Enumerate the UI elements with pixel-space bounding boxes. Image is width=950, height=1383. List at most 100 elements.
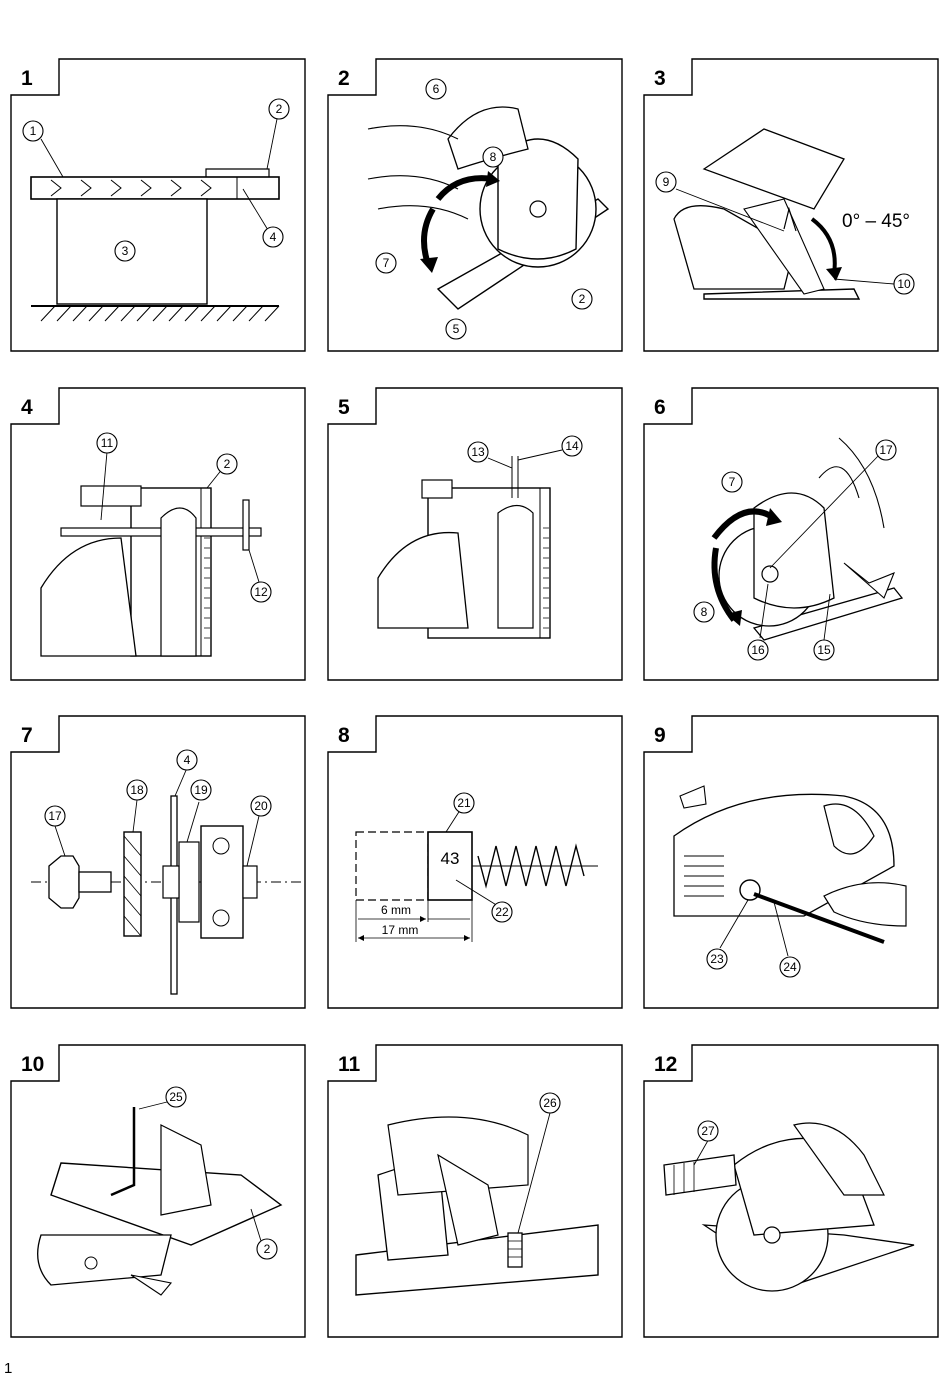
blade-square-check-illustration: 25 2 bbox=[37, 1086, 283, 1296]
figure-panel-1: 1 1 2 3 4 bbox=[10, 58, 306, 352]
callout-2: 2 bbox=[216, 453, 238, 475]
callout-17: 17 bbox=[875, 439, 897, 461]
callout-12: 12 bbox=[250, 581, 272, 603]
callout-8: 8 bbox=[693, 601, 715, 623]
svg-text:2: 2 bbox=[224, 457, 231, 471]
svg-text:7: 7 bbox=[383, 256, 390, 270]
callout-16: 16 bbox=[747, 639, 769, 661]
callout-25: 25 bbox=[165, 1086, 187, 1108]
callout-5: 5 bbox=[445, 318, 467, 340]
callout-15: 15 bbox=[813, 639, 835, 661]
panel-number: 6 bbox=[654, 396, 666, 419]
svg-text:15: 15 bbox=[817, 643, 831, 657]
figure-panel-8: 8 43 6 mm 17 mm 21 22 bbox=[327, 715, 623, 1009]
dimension-6mm: 6 mm bbox=[381, 903, 411, 917]
panel-frame bbox=[643, 387, 939, 681]
callout-19: 19 bbox=[190, 779, 212, 801]
svg-text:23: 23 bbox=[710, 952, 724, 966]
panel-number: 4 bbox=[21, 396, 33, 419]
svg-text:11: 11 bbox=[101, 436, 114, 450]
bevel-angle-label: 0° – 45° bbox=[842, 211, 910, 232]
callout-4: 4 bbox=[176, 749, 198, 771]
svg-text:8: 8 bbox=[701, 605, 708, 619]
dust-extraction-adapter-illustration: 27 bbox=[663, 1120, 915, 1292]
callout-13: 13 bbox=[467, 441, 489, 463]
svg-text:19: 19 bbox=[194, 783, 208, 797]
panel-frame bbox=[327, 58, 623, 352]
callout-26: 26 bbox=[539, 1092, 561, 1114]
svg-text:4: 4 bbox=[184, 753, 191, 767]
svg-text:24: 24 bbox=[783, 960, 797, 974]
panel-frame bbox=[10, 715, 306, 1009]
callout-2: 2 bbox=[268, 98, 290, 120]
svg-text:2: 2 bbox=[579, 292, 586, 306]
carbon-brush-wear-illustration: 43 6 mm 17 mm 21 22 bbox=[355, 792, 598, 942]
svg-text:4: 4 bbox=[270, 230, 277, 244]
cutting-line-indicator-illustration: 13 14 bbox=[377, 435, 583, 639]
svg-text:7: 7 bbox=[729, 475, 736, 489]
blade-assembly-exploded-illustration: 17 18 4 19 20 bbox=[31, 749, 301, 995]
panel-number: 3 bbox=[654, 67, 666, 90]
callout-2: 2 bbox=[571, 288, 593, 310]
svg-text:10: 10 bbox=[897, 277, 911, 291]
brush-cap-removal-illustration: 23 24 bbox=[673, 785, 907, 978]
figure-panel-6: 6 7 17 8 16 15 bbox=[643, 387, 939, 681]
panel-number: 11 bbox=[338, 1053, 361, 1076]
panel-number: 12 bbox=[654, 1053, 678, 1076]
workpiece-support-illustration: 1 2 3 4 bbox=[22, 98, 290, 322]
panel-number: 10 bbox=[21, 1053, 45, 1076]
page-number: 1 bbox=[4, 1360, 13, 1377]
svg-text:5: 5 bbox=[453, 322, 460, 336]
svg-text:26: 26 bbox=[543, 1096, 557, 1110]
svg-text:2: 2 bbox=[264, 1242, 271, 1256]
panel-number: 7 bbox=[21, 724, 33, 747]
callout-14: 14 bbox=[561, 435, 583, 457]
svg-text:9: 9 bbox=[663, 175, 670, 189]
panel-number: 1 bbox=[21, 67, 33, 90]
callout-22: 22 bbox=[491, 901, 513, 923]
callout-9: 9 bbox=[655, 171, 677, 193]
blade-removal-illustration: 7 17 8 16 15 bbox=[693, 437, 904, 661]
callout-7: 7 bbox=[375, 252, 397, 274]
svg-text:12: 12 bbox=[254, 585, 268, 599]
svg-text:8: 8 bbox=[490, 150, 497, 164]
svg-text:16: 16 bbox=[751, 643, 765, 657]
panel-frame bbox=[10, 58, 306, 352]
svg-text:20: 20 bbox=[254, 799, 268, 813]
panel-frame bbox=[643, 58, 939, 352]
figure-panel-10: 10 25 2 bbox=[10, 1044, 306, 1338]
callout-10: 10 bbox=[893, 273, 915, 295]
svg-text:22: 22 bbox=[495, 905, 509, 919]
callout-21: 21 bbox=[453, 792, 475, 814]
dimension-17mm: 17 mm bbox=[382, 923, 419, 937]
callout-11: 11 bbox=[96, 432, 118, 454]
figure-panel-2: 2 6 8 7 2 5 bbox=[327, 58, 623, 352]
svg-text:18: 18 bbox=[130, 783, 144, 797]
saw-depth-adjust-illustration: 6 8 7 2 5 bbox=[367, 78, 610, 340]
figure-panel-7: 7 17 18 4 19 20 bbox=[10, 715, 306, 1009]
parallel-guide-illustration: 11 2 12 bbox=[40, 432, 272, 657]
callout-1: 1 bbox=[22, 120, 44, 142]
svg-text:25: 25 bbox=[169, 1090, 183, 1104]
svg-text:17: 17 bbox=[879, 443, 893, 457]
panel-frame bbox=[643, 1044, 939, 1338]
brush-value-label: 43 bbox=[441, 849, 460, 868]
figure-panel-11: 11 26 bbox=[327, 1044, 623, 1338]
svg-text:13: 13 bbox=[471, 445, 485, 459]
svg-text:27: 27 bbox=[701, 1124, 715, 1138]
callout-8: 8 bbox=[482, 146, 504, 168]
callout-24: 24 bbox=[779, 956, 801, 978]
panel-number: 2 bbox=[338, 67, 350, 90]
callout-6: 6 bbox=[425, 78, 447, 100]
callout-4: 4 bbox=[262, 226, 284, 248]
panel-frame bbox=[10, 1044, 306, 1338]
figure-panel-5: 5 13 14 bbox=[327, 387, 623, 681]
panel-frame bbox=[327, 1044, 623, 1338]
svg-text:1: 1 bbox=[30, 124, 37, 138]
callout-18: 18 bbox=[126, 779, 148, 801]
panel-number: 5 bbox=[338, 396, 350, 419]
callout-27: 27 bbox=[697, 1120, 719, 1142]
panel-frame bbox=[327, 715, 623, 1009]
figure-panel-12: 12 27 bbox=[643, 1044, 939, 1338]
panel-frame bbox=[327, 387, 623, 681]
